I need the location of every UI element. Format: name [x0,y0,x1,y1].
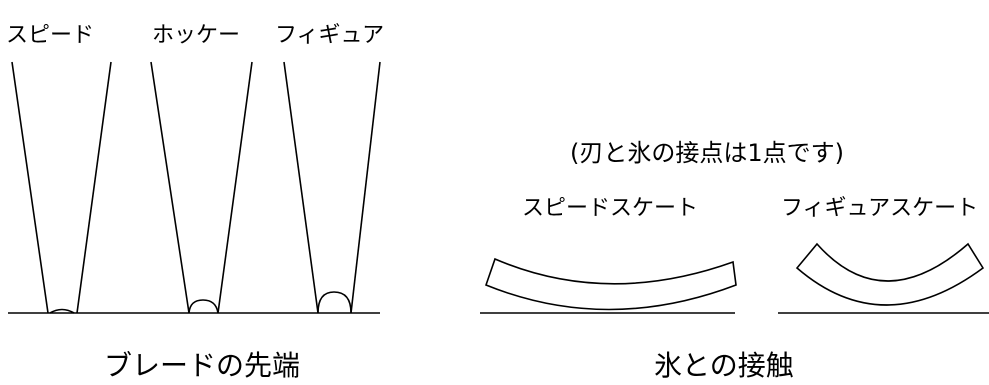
hockey-blade-tip [188,299,219,314]
hockey-blade-right-edge [217,61,253,314]
caption-ice-contact: 氷との接触 [654,349,794,382]
speed-blade-tip [49,308,75,314]
label-figure-skate: フィギュアスケート [781,196,979,221]
figure-blade-tip [317,291,352,314]
label-speed-skate: スピードスケート [522,196,699,221]
speed-skate-blade [484,257,737,311]
label-hockey: ホッケー [152,23,241,48]
blade-tips-panel [8,61,381,314]
label-speed: スピード [6,23,95,48]
figure-blade-left-edge [283,61,319,314]
speed-blade-right-edge [76,61,112,314]
figure-blade-right-edge [350,61,381,314]
ice-contact-panel [480,242,989,314]
speed-blade-left-edge [11,61,49,314]
note-contact-point: (刃と氷の接点は1点です) [570,139,844,167]
hockey-blade-left-edge [150,61,190,314]
figure-skate-blade [795,242,985,306]
caption-blade-tips: ブレードの先端 [104,349,301,382]
label-figure: フィギュア [275,23,385,48]
